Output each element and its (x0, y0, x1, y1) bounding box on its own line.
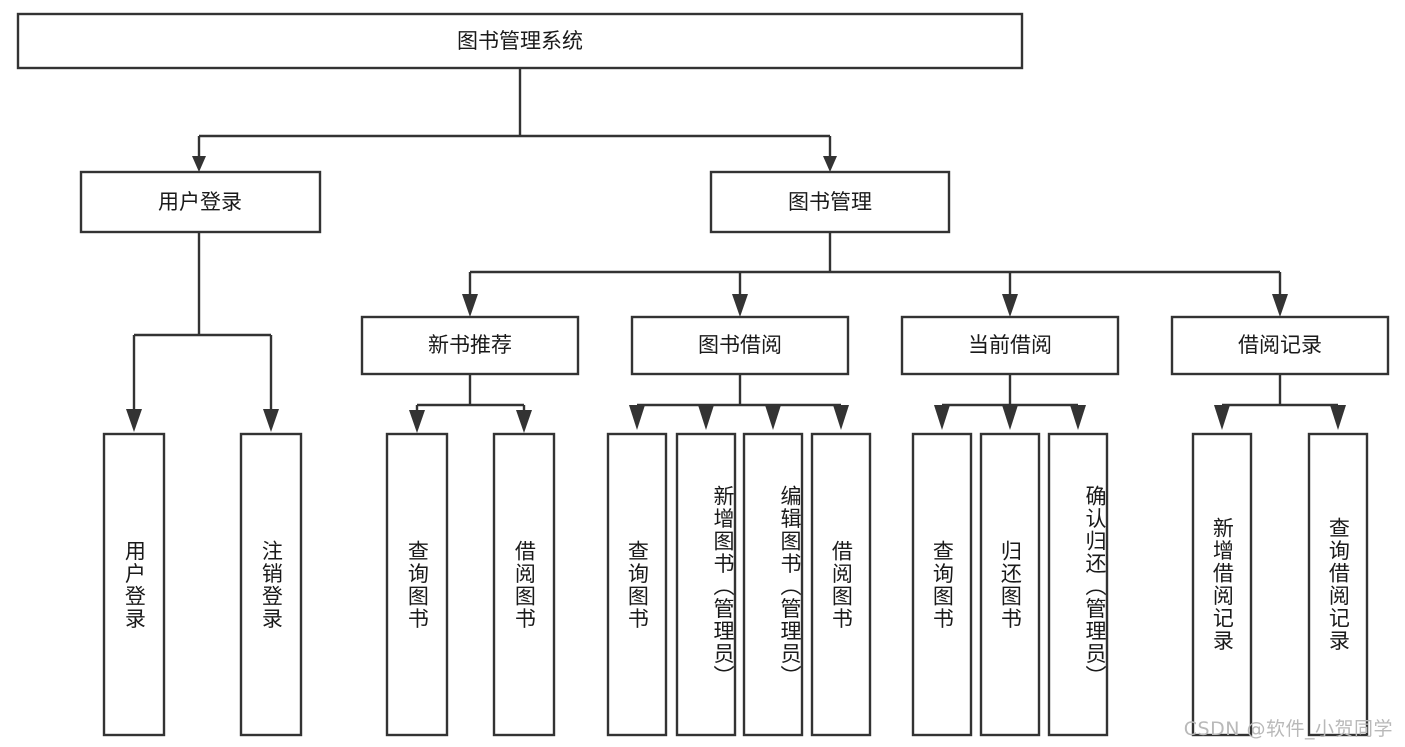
arrowhead-bb-4 (833, 405, 849, 430)
arrowhead-ul-2 (263, 409, 279, 432)
node-book-borrow-box[interactable] (630, 315, 850, 376)
leaf-box-borrow-add[interactable] (675, 432, 737, 737)
arrowhead-l3-3 (1002, 294, 1018, 317)
arrowhead-cb-3 (1070, 405, 1086, 430)
leaf-box-newbook-query[interactable] (385, 432, 449, 737)
node-book-management[interactable]: 图书管理 (709, 170, 951, 234)
node-new-book-recommend[interactable]: 新书推荐 (360, 315, 580, 376)
arrowhead-br-2 (1330, 405, 1346, 430)
csdn-watermark: CSDN @软件_小贺同学 (1183, 718, 1393, 740)
leaf-box-current-return[interactable] (979, 432, 1041, 737)
leaf-box-record-query[interactable] (1307, 432, 1369, 737)
leaf-box-user-login-logout[interactable] (239, 432, 303, 737)
node-current-borrow-label: 当前借阅 (968, 333, 1052, 357)
node-book-borrow[interactable]: 图书借阅 (630, 315, 850, 376)
leaf-box-borrow-lend[interactable] (810, 432, 872, 737)
node-borrow-record-label: 借阅记录 (1238, 333, 1322, 357)
node-book-borrow-label: 图书借阅 (698, 333, 782, 357)
leaf-box-current-query[interactable] (911, 432, 973, 737)
leaf-box-borrow-edit[interactable] (742, 432, 804, 737)
node-borrow-record-box[interactable] (1170, 315, 1390, 376)
leaf-box-newbook-borrow[interactable] (492, 432, 556, 737)
leaf-box-record-add[interactable] (1191, 432, 1253, 737)
arrowhead-bb-1 (629, 405, 645, 430)
node-new-book-recommend-label: 新书推荐 (428, 333, 512, 357)
arrowhead-l3-1 (462, 294, 478, 317)
arrowhead-cb-2 (1002, 405, 1018, 430)
leaf-box-borrow-query[interactable] (606, 432, 668, 737)
node-current-borrow-box[interactable] (900, 315, 1120, 376)
arrowhead-l3-2 (732, 294, 748, 317)
arrowhead-nb-2 (516, 410, 532, 433)
node-root-system-box[interactable] (16, 12, 1024, 70)
connector-layer (126, 68, 1346, 433)
leaf-box-current-confirm[interactable] (1047, 432, 1109, 737)
arrowhead-nb-1 (409, 410, 425, 433)
node-book-management-box[interactable] (709, 170, 951, 234)
node-book-management-label: 图书管理 (788, 190, 872, 214)
arrowhead-bb-2 (698, 405, 714, 430)
node-layer: 图书管理系统 用户登录 图书管理 新书推荐 图书借阅 当前 (16, 12, 1390, 737)
arrowhead-bb-3 (765, 405, 781, 430)
arrowhead-br-1 (1214, 405, 1230, 430)
arrowhead-cb-1 (934, 405, 950, 430)
arrowhead-book-mgmt (823, 156, 837, 172)
node-borrow-record[interactable]: 借阅记录 (1170, 315, 1390, 376)
leaf-box-user-login-login[interactable] (102, 432, 166, 737)
node-user-login-box[interactable] (79, 170, 322, 234)
node-new-book-recommend-box[interactable] (360, 315, 580, 376)
node-user-login[interactable]: 用户登录 (79, 170, 322, 234)
node-root-system[interactable]: 图书管理系统 (16, 12, 1024, 70)
node-current-borrow[interactable]: 当前借阅 (900, 315, 1120, 376)
node-root-system-label: 图书管理系统 (457, 29, 583, 53)
arrowhead-ul-1 (126, 409, 142, 432)
arrowhead-l3-4 (1272, 294, 1288, 317)
arrowhead-user-login (192, 156, 206, 172)
node-user-login-label: 用户登录 (158, 190, 242, 214)
